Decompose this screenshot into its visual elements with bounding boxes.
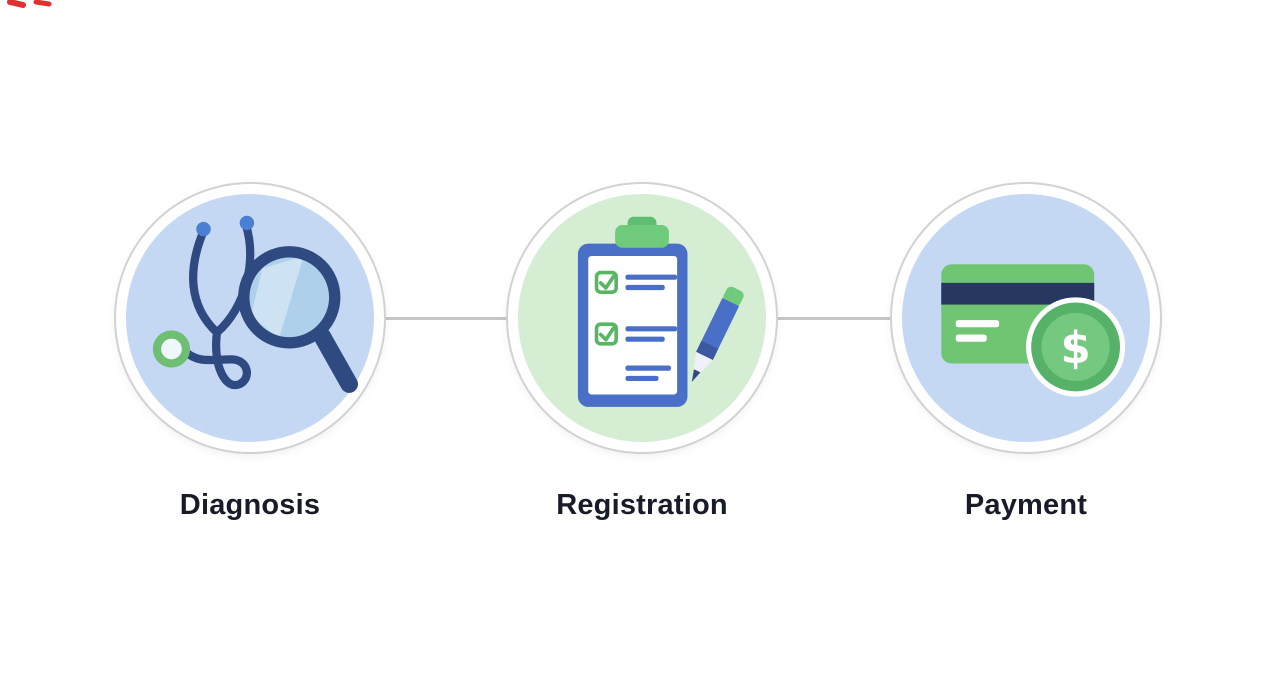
earpiece-right	[239, 215, 255, 231]
checklist-row-2	[594, 322, 678, 346]
magnifier-icon	[238, 246, 358, 393]
text-line	[625, 375, 659, 382]
clip-bar	[615, 225, 669, 248]
text-line	[625, 284, 665, 291]
step-label-payment: Payment	[964, 489, 1088, 521]
checkmark-icon	[598, 325, 616, 342]
clipboard-checklist-pen-icon	[518, 194, 766, 442]
step-label-registration: Registration	[556, 489, 728, 521]
stethoscope-magnifier-icon	[126, 194, 374, 442]
pen-icon	[691, 286, 744, 382]
text-line	[625, 365, 671, 371]
text-line	[625, 336, 665, 342]
pen-grip	[696, 340, 719, 361]
card-line	[955, 320, 1000, 328]
checklist-row-1	[594, 270, 678, 294]
text-line	[625, 274, 678, 280]
step-label-diagnosis: Diagnosis	[179, 489, 321, 521]
pen-nib	[691, 369, 701, 382]
magnifier-rim	[238, 246, 341, 349]
text-line	[625, 326, 678, 332]
coin-center	[1041, 312, 1110, 382]
checkmark-icon	[598, 273, 616, 290]
dollar-coin-icon: $	[1026, 297, 1126, 397]
credit-card-coin-icon: $	[902, 194, 1150, 442]
step-circle-diagnosis	[114, 182, 386, 454]
dollar-sign: $	[1060, 324, 1090, 374]
card-stripe	[941, 282, 1095, 305]
earpiece-left	[196, 221, 211, 237]
step-circle-registration	[506, 182, 778, 454]
connector-line-2	[642, 317, 1026, 320]
lens-highlight	[251, 256, 304, 339]
card-line	[955, 334, 987, 342]
checklist-row-3	[625, 365, 671, 382]
chest-piece	[152, 330, 191, 368]
magnifier-handle	[313, 327, 358, 393]
connector-line-1	[250, 317, 642, 320]
step-circle-payment: $	[890, 182, 1162, 454]
stray-red-mark	[7, 0, 52, 8]
